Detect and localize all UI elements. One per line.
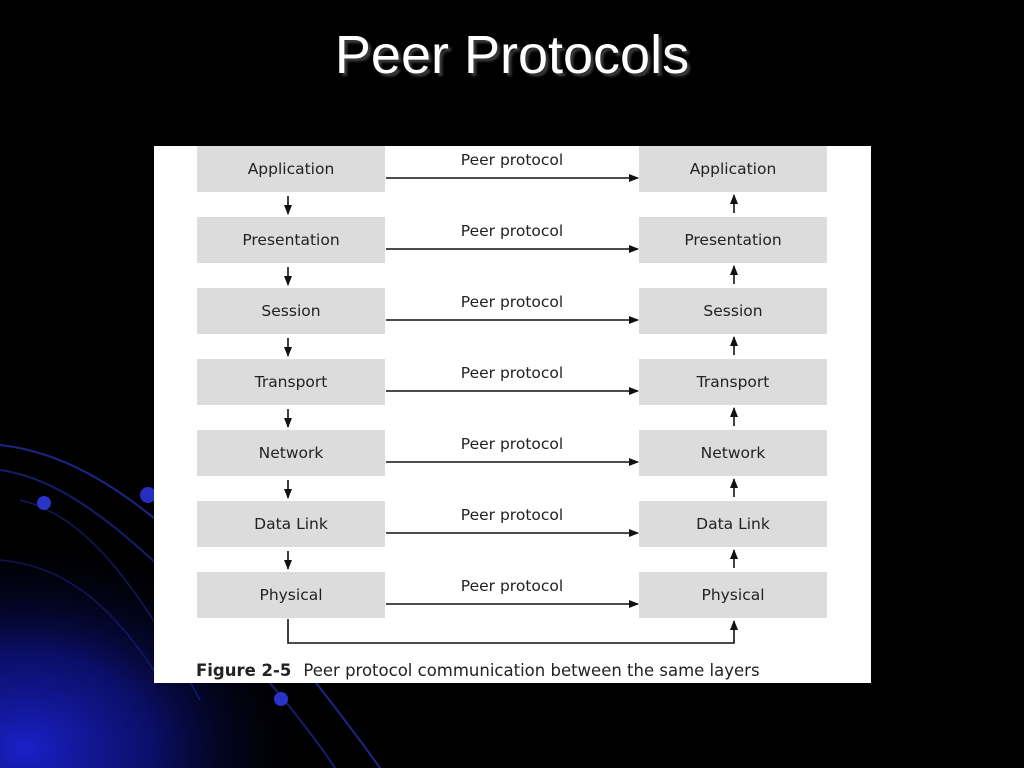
sender-layer-session: Session xyxy=(197,288,385,334)
peer-protocol-label: Peer protocol xyxy=(460,293,564,311)
peer-protocol-label: Peer protocol xyxy=(460,222,564,240)
receiver-layer-network: Network xyxy=(639,430,827,476)
sender-layer-physical: Physical xyxy=(197,572,385,618)
diagram-arrows xyxy=(284,174,738,644)
sender-layer-presentation: Presentation xyxy=(197,217,385,263)
peer-protocol-label: Peer protocol xyxy=(460,364,564,382)
peer-protocol-label: Peer protocol xyxy=(460,435,564,453)
sender-layer-data-link: Data Link xyxy=(197,501,385,547)
slide-title: Peer Protocols xyxy=(334,25,690,85)
receiver-layer-session: Session xyxy=(639,288,827,334)
receiver-layer-data-link: Data Link xyxy=(639,501,827,547)
peer-protocol-label: Peer protocol xyxy=(460,151,564,169)
peer-protocol-label: Peer protocol xyxy=(460,506,564,524)
sender-layer-transport: Transport xyxy=(197,359,385,405)
receiver-layer-application: Application xyxy=(639,146,827,192)
caption-figure-number: Figure 2-5 xyxy=(196,661,292,680)
receiver-layer-physical: Physical xyxy=(639,572,827,618)
receiver-layer-transport: Transport xyxy=(639,359,827,405)
peer-protocol-label: Peer protocol xyxy=(460,577,564,595)
receiver-layer-presentation: Presentation xyxy=(639,217,827,263)
sender-layer-network: Network xyxy=(197,430,385,476)
caption-text: Peer protocol communication between the … xyxy=(303,661,760,680)
sender-layer-application: Application xyxy=(197,146,385,192)
figure-caption: Figure 2-5 Peer protocol communication be… xyxy=(196,661,760,680)
physical-medium-link xyxy=(287,619,738,644)
